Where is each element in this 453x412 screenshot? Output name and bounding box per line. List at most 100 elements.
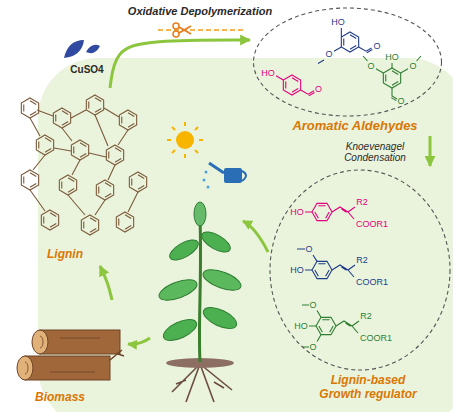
lignin-ring — [81, 215, 98, 235]
reaction-arrow — [100, 266, 112, 300]
log-end — [17, 356, 33, 380]
bond — [305, 207, 355, 219]
aldehyde-group: Aromatic AldehydesHOOOHOOHOOOO — [250, 4, 445, 136]
lignin-ring — [53, 108, 70, 128]
lignin-ring — [71, 140, 88, 160]
lignin-ring — [129, 172, 146, 192]
node-heading: Lignin — [47, 248, 83, 262]
atom-label: O — [397, 96, 404, 106]
log — [25, 356, 110, 380]
atom-label: O — [367, 61, 374, 71]
node-heading: Biomass — [35, 391, 85, 405]
cut-line — [158, 29, 245, 31]
reaction-arrow — [110, 40, 250, 88]
product-structure — [305, 203, 355, 220]
catalyst-icon — [64, 40, 100, 58]
lignin-ring — [41, 210, 58, 230]
atom-label: R2 — [360, 311, 372, 321]
reaction-arrow — [429, 136, 432, 166]
lignin-ring — [21, 170, 38, 190]
bond — [318, 28, 372, 64]
reaction-label: Knoevenagel Condensation — [339, 141, 411, 164]
reaction-label: Oxidative Depolymerization — [128, 5, 272, 18]
lignin-ring — [106, 145, 123, 165]
water-drop — [207, 186, 210, 189]
water-drop — [205, 171, 208, 174]
can-handle — [242, 171, 246, 181]
atom-label: COOR1 — [360, 333, 392, 343]
water-drop — [203, 179, 206, 182]
log-end — [32, 330, 48, 354]
watering-can — [203, 163, 247, 189]
leaf — [156, 276, 199, 305]
atom-label: O — [325, 49, 332, 59]
atom-label: O — [305, 244, 312, 254]
atom-label: COOR1 — [356, 219, 388, 229]
biomass-logs — [17, 330, 124, 380]
leaf — [160, 315, 199, 345]
cycle-arrow — [128, 338, 150, 344]
atom-label: O — [315, 84, 322, 94]
atom-label: O — [409, 61, 416, 71]
lignin-ring — [86, 95, 103, 115]
lignin-node: Lignin — [8, 88, 158, 266]
atom-label: HO — [290, 207, 304, 217]
lignin-ring — [116, 212, 133, 232]
group-outline — [254, 8, 442, 116]
plant-stem — [199, 218, 200, 362]
bond — [302, 305, 359, 347]
lignin-bond — [30, 108, 138, 215]
lignin-ring — [36, 135, 53, 155]
atom-label: HO — [290, 265, 304, 275]
bond — [276, 76, 315, 96]
plant — [156, 202, 243, 402]
lignin-ring — [119, 110, 136, 130]
atom-label: O — [373, 41, 380, 51]
wood-grain — [25, 336, 100, 374]
plant-roots — [172, 364, 232, 402]
scissors-ring — [173, 31, 179, 37]
leaf — [200, 303, 239, 333]
log — [40, 330, 120, 354]
sun-disc — [176, 131, 194, 149]
syringaldehyde-structure — [363, 56, 421, 101]
can-body — [224, 168, 242, 183]
benzene-ring — [316, 317, 336, 334]
lignin-ring — [96, 180, 113, 200]
benzene-ring — [283, 75, 300, 95]
node-heading: Lignin-based Growth regulator — [312, 374, 424, 402]
group-outline — [270, 170, 450, 370]
hydroxybenzaldehyde-structure — [276, 75, 315, 96]
biomass-node: Biomass — [8, 300, 133, 408]
atom-label: HO — [331, 17, 345, 27]
reagent-label: CuSO4 — [70, 64, 103, 76]
lignin-structure — [21, 95, 146, 235]
atom-label: R2 — [356, 255, 368, 265]
atom-label: R2 — [356, 197, 368, 207]
benzene-ring — [312, 203, 332, 220]
node-heading: Aromatic Aldehydes — [292, 119, 417, 134]
scissors-icon — [173, 23, 191, 37]
bond — [363, 56, 421, 101]
atom-label: COOR1 — [356, 277, 388, 287]
scissors-blade — [179, 26, 191, 34]
product-structure — [302, 305, 359, 347]
sun-ray — [167, 122, 203, 158]
can-spout — [209, 163, 224, 173]
atom-label: HO — [385, 52, 399, 62]
lignin-ring — [59, 175, 76, 195]
leaf — [194, 202, 206, 226]
atom-label: HO — [294, 321, 308, 331]
lignin-ring — [21, 98, 38, 118]
regulator-group: Lignin-based Growth regulatorHOR2COOR1OH… — [268, 166, 453, 406]
benzene-ring — [312, 261, 332, 278]
atom-label: O — [309, 300, 316, 310]
leaf — [199, 228, 234, 256]
scissors-ring — [173, 23, 179, 29]
vanillin-structure — [318, 28, 372, 64]
apply-arrow — [243, 221, 268, 252]
benzene-ring — [341, 32, 358, 52]
benzene-ring — [383, 68, 400, 88]
